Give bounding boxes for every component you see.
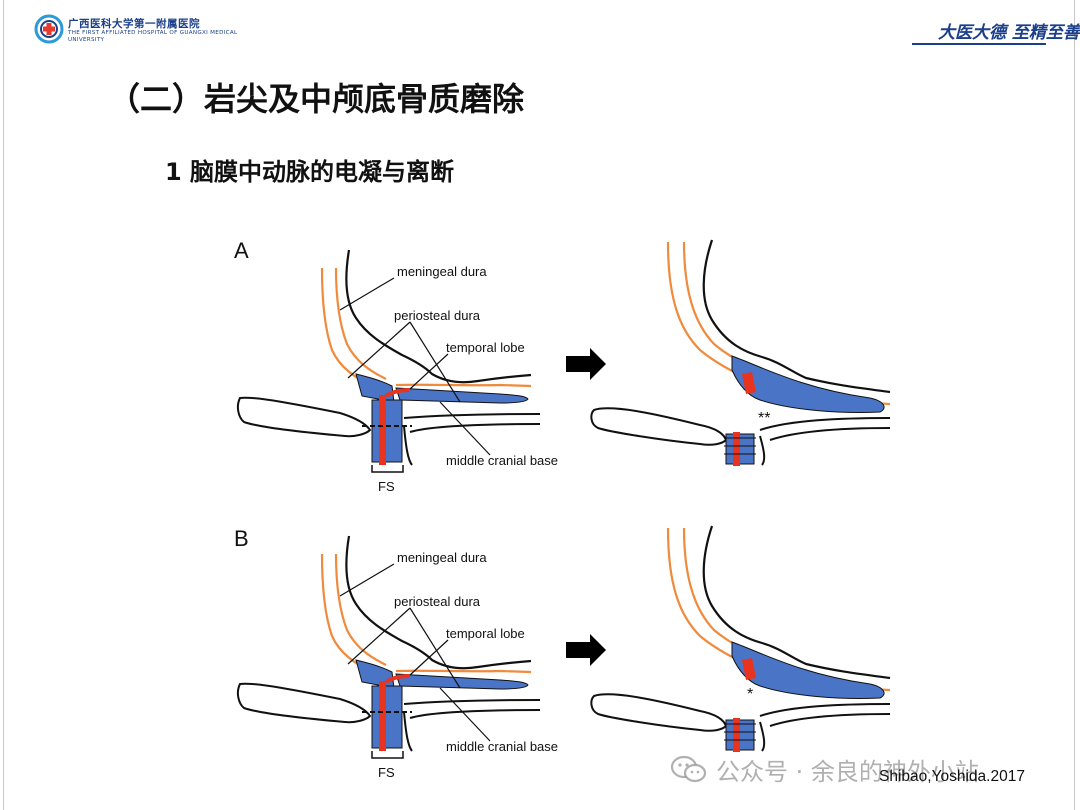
panel-b-label-temporal: temporal lobe bbox=[446, 626, 525, 641]
hospital-name-en: THE FIRST AFFILIATED HOSPITAL OF GUANGXI… bbox=[68, 30, 238, 43]
panel-a-label-temporal: temporal lobe bbox=[446, 340, 525, 355]
panel-b-label-fs: FS bbox=[378, 765, 395, 780]
slide-border-right bbox=[1074, 0, 1075, 810]
panel-a-arrow-icon bbox=[566, 348, 606, 380]
wechat-icon bbox=[670, 755, 707, 783]
panel-b-arrow-icon bbox=[566, 634, 606, 666]
panel-b-left-diagram bbox=[235, 534, 543, 760]
panel-b-letter: B bbox=[234, 526, 249, 551]
panel-a-label-meningeal: meningeal dura bbox=[397, 264, 487, 279]
watermark: 公众号 · 余良的神外小站 bbox=[670, 748, 1050, 788]
hospital-cross-emblem-icon bbox=[34, 14, 64, 44]
panel-a-right-diagram bbox=[590, 238, 892, 468]
hospital-motto: 大医大德 至精至善 bbox=[938, 23, 1080, 43]
panel-b-marker: * bbox=[747, 686, 753, 703]
hospital-name-cn: 广西医科大学第一附属医院 bbox=[68, 18, 200, 30]
panel-a-label-periosteal: periosteal dura bbox=[394, 308, 481, 323]
panel-b-label-middle: middle cranial base bbox=[446, 739, 558, 754]
panel-a-label-fs: FS bbox=[378, 479, 395, 494]
citation: Shibao,Yoshida.2017 bbox=[879, 768, 1025, 785]
panel-b-label-meningeal: meningeal dura bbox=[397, 550, 487, 565]
panel-b-group bbox=[235, 524, 892, 760]
slide-title: （二）岩尖及中颅底骨质磨除 bbox=[108, 80, 525, 118]
slide-subtitle: 1 脑膜中动脉的电凝与离断 bbox=[165, 158, 455, 186]
panel-a-letter: A bbox=[234, 238, 249, 263]
panel-a-label-middle: middle cranial base bbox=[446, 453, 558, 468]
watermark-text: 公众号 · 余良的神外小站 bbox=[716, 758, 979, 786]
panel-a-left-diagram bbox=[235, 248, 543, 474]
motto-underline bbox=[912, 43, 1046, 45]
panel-b-label-periosteal: periosteal dura bbox=[394, 594, 481, 609]
panel-b-right-diagram bbox=[590, 524, 892, 754]
slide-border-left bbox=[3, 0, 4, 810]
panel-a-marker: ** bbox=[758, 410, 770, 427]
hospital-logo: 广西医科大学第一附属医院 THE FIRST AFFILIATED HOSPIT… bbox=[34, 14, 237, 48]
